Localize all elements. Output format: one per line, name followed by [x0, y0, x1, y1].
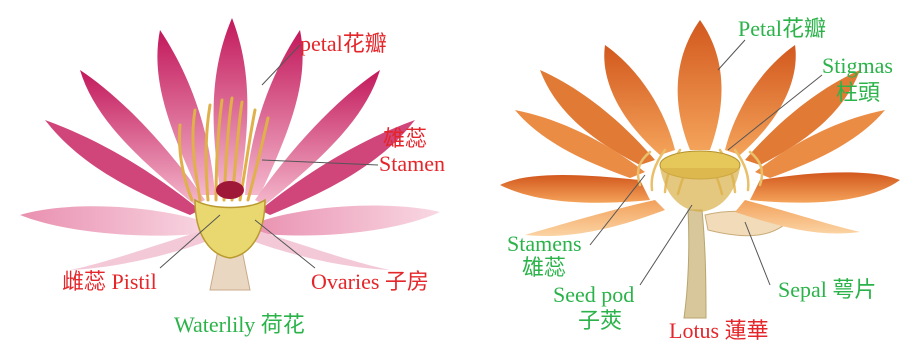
waterlily-petal [255, 70, 380, 205]
waterlily-back-petal [157, 30, 215, 195]
waterlily-pistil [194, 198, 266, 259]
waterlily-stamen-zh-label: 雄蕊 [383, 126, 428, 151]
lotus-petal [725, 45, 796, 155]
waterlily-petal [260, 120, 415, 215]
lotus-outer-petal [525, 200, 665, 236]
lotus-petal [540, 70, 655, 165]
waterlily-ovaries-label: Ovaries 子房 [311, 269, 429, 294]
lotus-receptacle [660, 168, 740, 212]
lotus-petal [604, 45, 675, 155]
waterlily-pointer-lines [159, 44, 379, 269]
lotus-outer-petal [500, 175, 650, 203]
waterlily-pistil-label: 雌蕊 Pistil [62, 269, 157, 294]
waterlily-petal [45, 120, 200, 215]
lotus-petal-label: Petal花瓣 [738, 16, 826, 41]
waterlily-outer-petal [250, 230, 390, 270]
waterlily-outer-petal [250, 205, 440, 236]
lotus-seedpod-zh-label: 子莢 [578, 308, 623, 333]
waterlily-petal [80, 70, 205, 205]
waterlily-outer-petal [20, 206, 215, 236]
lotus-outer-petal [735, 200, 860, 234]
waterlily-title: Waterlily 荷花 [174, 312, 305, 337]
lotus-pointer-lines [589, 39, 823, 286]
lotus-stem [683, 209, 707, 319]
lotus-stamens-en-label: Stamens [507, 231, 582, 256]
lotus-stamens-zh-label: 雄蕊 [522, 255, 567, 280]
lotus-stigmas-zh-label: 柱頭 [836, 80, 881, 105]
lotus-title: Lotus 蓮華 [669, 318, 769, 343]
waterlily-outer-petal [70, 230, 210, 270]
lotus-stigmas-en-label: Stigmas [822, 53, 893, 78]
lotus-sepal-label: Sepal 萼片 [778, 277, 877, 302]
lotus-seedpod-en-label: Seed pod [553, 282, 635, 307]
lotus-petal [755, 110, 885, 178]
lotus-petal [677, 20, 722, 150]
waterlily-stigma [216, 181, 244, 199]
waterlily-petal-label: petal花瓣 [300, 31, 387, 56]
waterlily-stamen-en-label: Stamen [379, 151, 445, 176]
lotus-petal [745, 70, 860, 165]
lotus-petal [515, 110, 645, 178]
waterlily-illustration [20, 18, 440, 291]
lotus-illustration [500, 20, 900, 319]
lotus-outer-petal [750, 172, 900, 203]
